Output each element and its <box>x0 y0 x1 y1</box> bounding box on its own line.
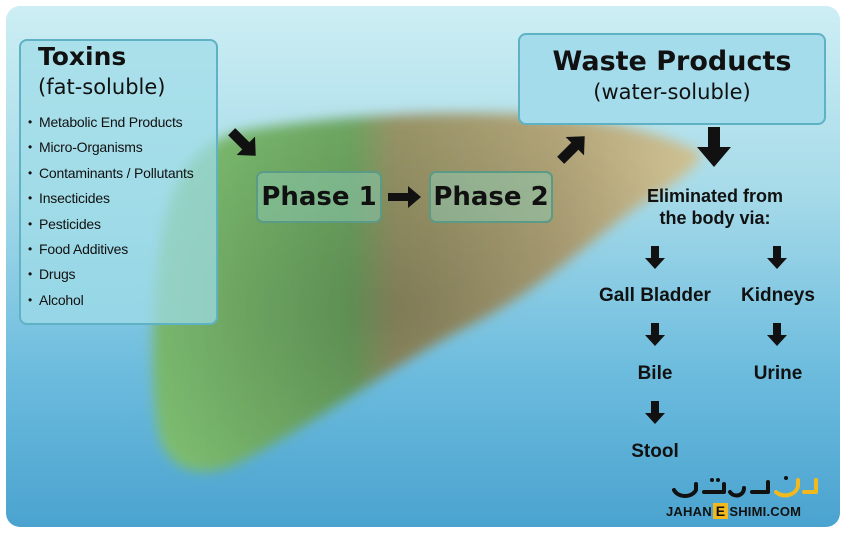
phase-1-box: Phase 1 <box>256 171 382 223</box>
toxin-item: Pesticides <box>28 214 194 239</box>
toxin-item: Contaminants / Pollutants <box>28 163 194 188</box>
toxin-item: Drugs <box>28 264 194 289</box>
watermark-script-icon <box>672 476 818 498</box>
watermark-part2: SHIMI.COM <box>729 504 802 519</box>
elimination-heading-line2: the body via: <box>659 208 771 228</box>
arrow-phase1-to-phase2-icon <box>388 186 421 208</box>
waste-products-title: Waste Products <box>552 46 792 77</box>
arrow-to-bile-icon <box>645 323 665 346</box>
toxin-item: Food Additives <box>28 239 194 264</box>
phase-2-box: Phase 2 <box>429 171 553 223</box>
arrow-to-urine-icon <box>767 323 787 346</box>
toxin-item: Insecticides <box>28 188 194 213</box>
watermark-letter: E <box>712 503 729 519</box>
toxins-title: Toxins <box>38 42 127 71</box>
toxin-list: Metabolic End Products Micro-Organisms C… <box>28 112 194 315</box>
toxin-item: Micro-Organisms <box>28 137 194 162</box>
toxins-subtitle: (fat-soluble) <box>38 75 166 99</box>
waste-products-subtitle: (water-soluble) <box>593 80 751 104</box>
arrow-to-kidneys-icon <box>767 246 787 269</box>
elimination-heading-line1: Eliminated from <box>646 186 784 206</box>
toxin-item: Metabolic End Products <box>28 112 194 137</box>
arrow-waste-down-icon <box>697 127 731 167</box>
arrow-to-stool-icon <box>645 401 665 424</box>
urine-label: Urine <box>753 363 803 384</box>
gall-bladder-label: Gall Bladder <box>599 285 711 306</box>
bile-label: Bile <box>637 363 673 384</box>
watermark-part1: JAHAN <box>666 504 712 519</box>
arrow-toxins-to-phase1-icon <box>228 128 256 156</box>
toxin-item: Alcohol <box>28 290 194 315</box>
waste-products-box <box>518 33 826 125</box>
stool-label: Stool <box>631 441 679 462</box>
arrow-to-gall-bladder-icon <box>645 246 665 269</box>
arrow-phase2-to-waste-icon <box>557 136 585 164</box>
kidneys-label: Kidneys <box>741 285 815 306</box>
